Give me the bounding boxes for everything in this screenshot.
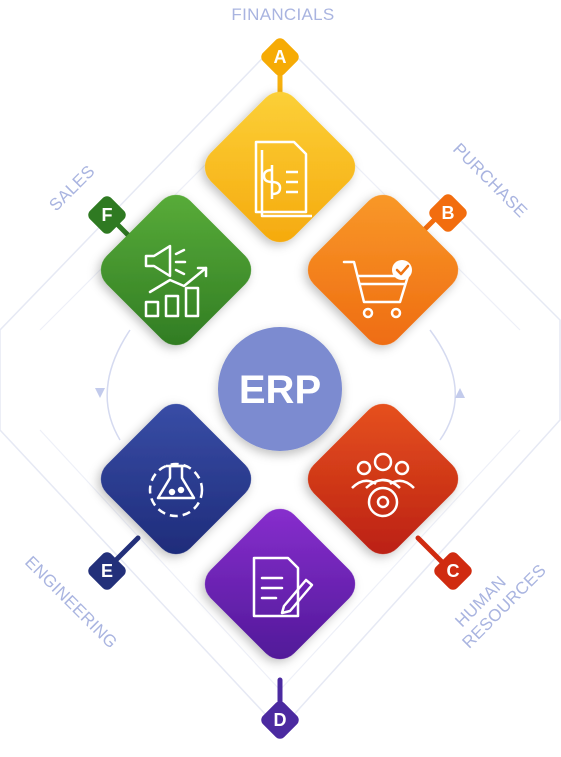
- badge-f[interactable]: F: [86, 194, 128, 236]
- module-tile-c[interactable]: [300, 396, 467, 563]
- badge-a[interactable]: A: [259, 36, 301, 78]
- badge-c[interactable]: C: [432, 550, 474, 592]
- module-tile-f[interactable]: [93, 187, 260, 354]
- badge-e-letter: E: [101, 561, 113, 581]
- module-tile-e[interactable]: [93, 396, 260, 563]
- badge-b-letter: B: [442, 203, 455, 223]
- module-tile-b[interactable]: [300, 187, 467, 354]
- flask-gear-icon: [148, 462, 204, 518]
- cycle-arrow-left-head: [95, 388, 105, 398]
- badge-f-letter: F: [102, 205, 113, 225]
- label-financials: FINANCIALS: [231, 5, 334, 24]
- cycle-arrow-right-head: [455, 388, 465, 398]
- badge-c-letter: C: [447, 561, 460, 581]
- shopping-cart-check-icon: [342, 260, 412, 319]
- badge-d[interactable]: D: [259, 699, 301, 741]
- document-pen-icon: [252, 556, 314, 618]
- label-sales: SALES: [45, 162, 98, 215]
- badge-b[interactable]: B: [427, 192, 469, 234]
- erp-center: ERP: [218, 327, 342, 451]
- cycle-arrows: [106, 329, 457, 441]
- erp-label: ERP: [239, 368, 321, 412]
- badge-a-letter: A: [274, 47, 287, 67]
- module-tile-a[interactable]: [197, 84, 364, 251]
- megaphone-growth-icon: [144, 244, 208, 318]
- badge-d-letter: D: [274, 710, 287, 730]
- invoice-dollar-icon: [254, 140, 312, 218]
- module-tile-d[interactable]: [197, 501, 364, 668]
- team-gear-icon: [351, 452, 415, 518]
- badge-e[interactable]: E: [86, 550, 128, 592]
